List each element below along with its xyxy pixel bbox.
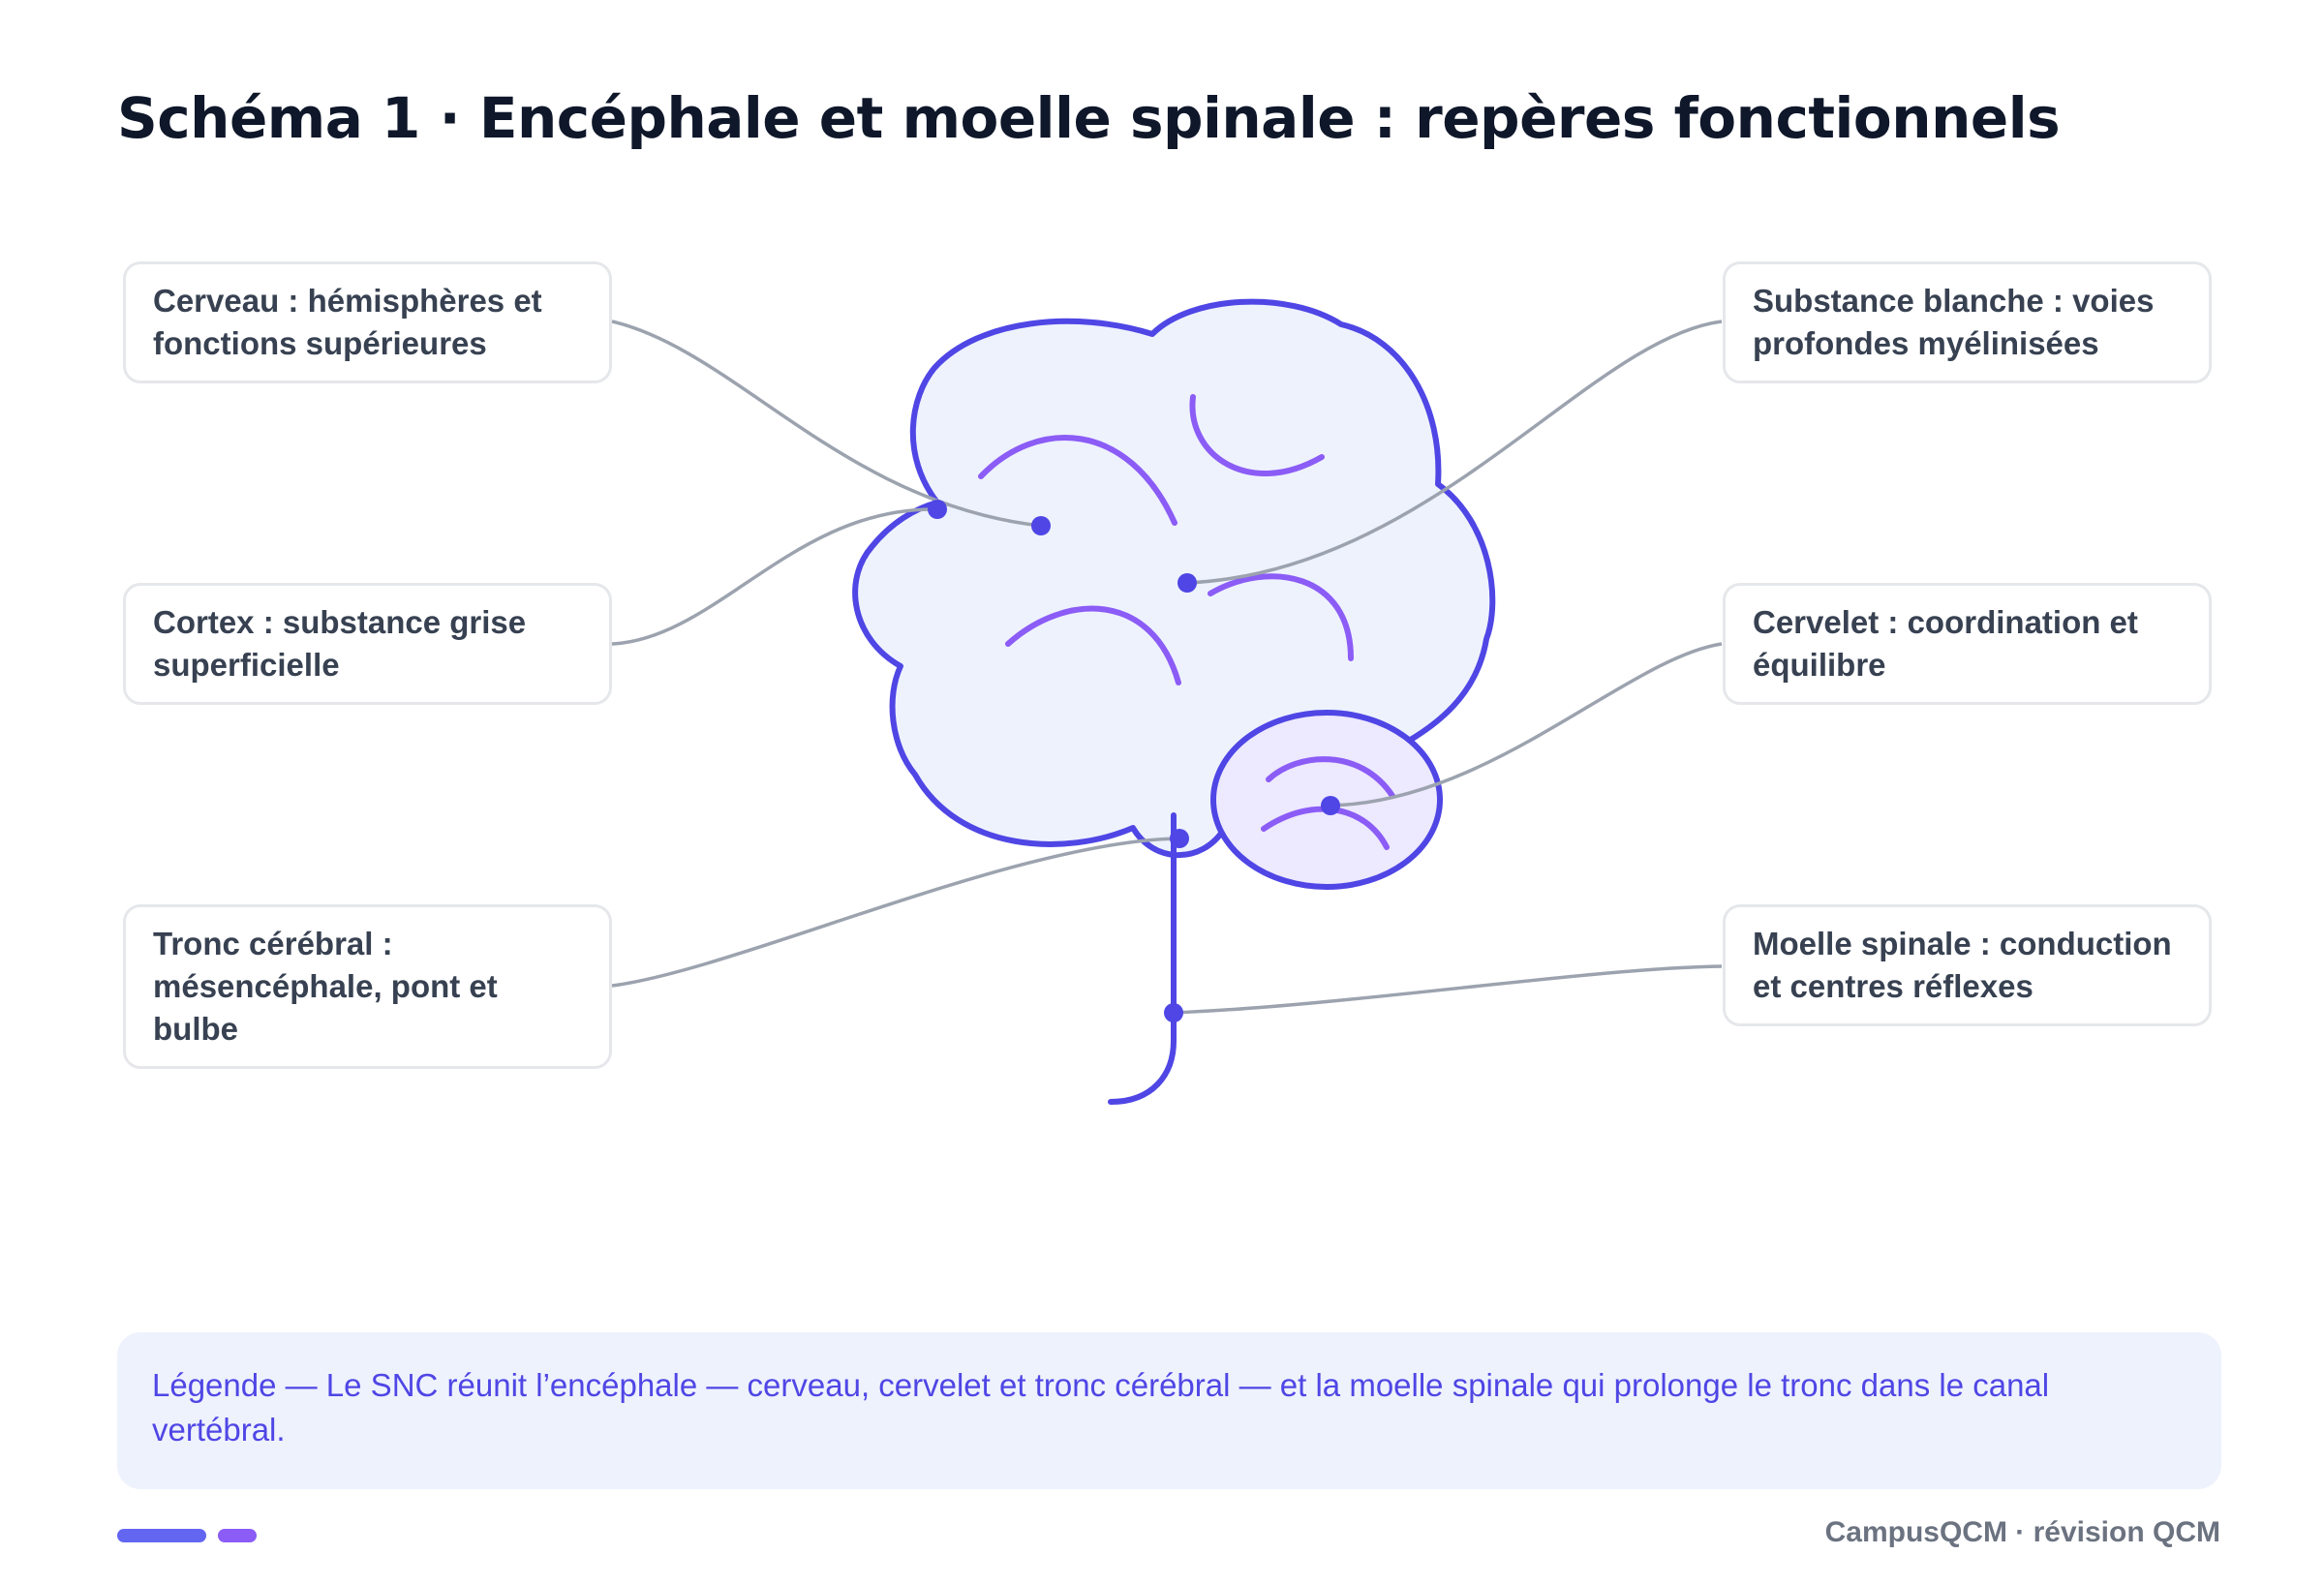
leader-line-tronc bbox=[611, 837, 1180, 988]
footer-brand: CampusQCM · révision QCM bbox=[1824, 1516, 2220, 1548]
gyrus-curve-4 bbox=[1208, 573, 1354, 661]
label-cervelet-text: Cervelet : coordination et équilibre bbox=[1753, 604, 2138, 683]
label-cerveau: Cerveau : hémisphères et fonctions supér… bbox=[123, 261, 612, 383]
footer-bar-secondary bbox=[218, 1529, 257, 1542]
label-cervelet: Cervelet : coordination et équilibre bbox=[1723, 583, 2212, 705]
anchor-dot-moelle bbox=[1164, 1003, 1183, 1022]
label-tronc-text: Tronc cérébral : mésencéphale, pont et b… bbox=[153, 926, 498, 1047]
label-tronc-cerebral: Tronc cérébral : mésencéphale, pont et b… bbox=[123, 904, 612, 1069]
legend-text: Légende — Le SNC réunit l’encéphale — ce… bbox=[152, 1367, 2050, 1448]
label-moelle-spinale: Moelle spinale : conduction et centres r… bbox=[1723, 904, 2212, 1026]
label-moelle-text: Moelle spinale : conduction et centres r… bbox=[1753, 926, 2172, 1004]
anchor-dot-cerveau bbox=[1031, 516, 1051, 535]
anchor-dot-cortex bbox=[928, 500, 947, 519]
footer-bar-primary bbox=[117, 1529, 206, 1542]
anchor-dot-cervelet bbox=[1321, 796, 1340, 815]
label-cerveau-text: Cerveau : hémisphères et fonctions supér… bbox=[153, 283, 542, 361]
legend-box: Légende — Le SNC réunit l’encéphale — ce… bbox=[117, 1332, 2221, 1489]
label-cortex-text: Cortex : substance grise superficielle bbox=[153, 604, 527, 683]
spinal-cord-shape bbox=[1108, 812, 1177, 1105]
leader-line-cerveau bbox=[611, 320, 1042, 528]
leader-line-cervelet bbox=[1330, 642, 1723, 808]
leader-line-cortex bbox=[611, 507, 938, 646]
gyrus-curve-2 bbox=[1189, 394, 1325, 476]
leader-line-substance-blanche bbox=[1186, 320, 1723, 585]
leader-line-moelle bbox=[1173, 964, 1723, 1015]
cerebellum-fold-1 bbox=[1266, 756, 1395, 799]
anchor-dot-tronc bbox=[1170, 829, 1189, 848]
gyrus-curve-3 bbox=[1005, 605, 1181, 686]
anchor-dot-substance-blanche bbox=[1177, 573, 1197, 593]
label-cortex: Cortex : substance grise superficielle bbox=[123, 583, 612, 705]
gyrus-curve-1 bbox=[978, 435, 1177, 526]
label-substance-blanche-text: Substance blanche : voies profondes myél… bbox=[1753, 283, 2155, 361]
label-substance-blanche: Substance blanche : voies profondes myél… bbox=[1723, 261, 2212, 383]
page-title: Schéma 1 · Encéphale et moelle spinale :… bbox=[117, 85, 2061, 151]
